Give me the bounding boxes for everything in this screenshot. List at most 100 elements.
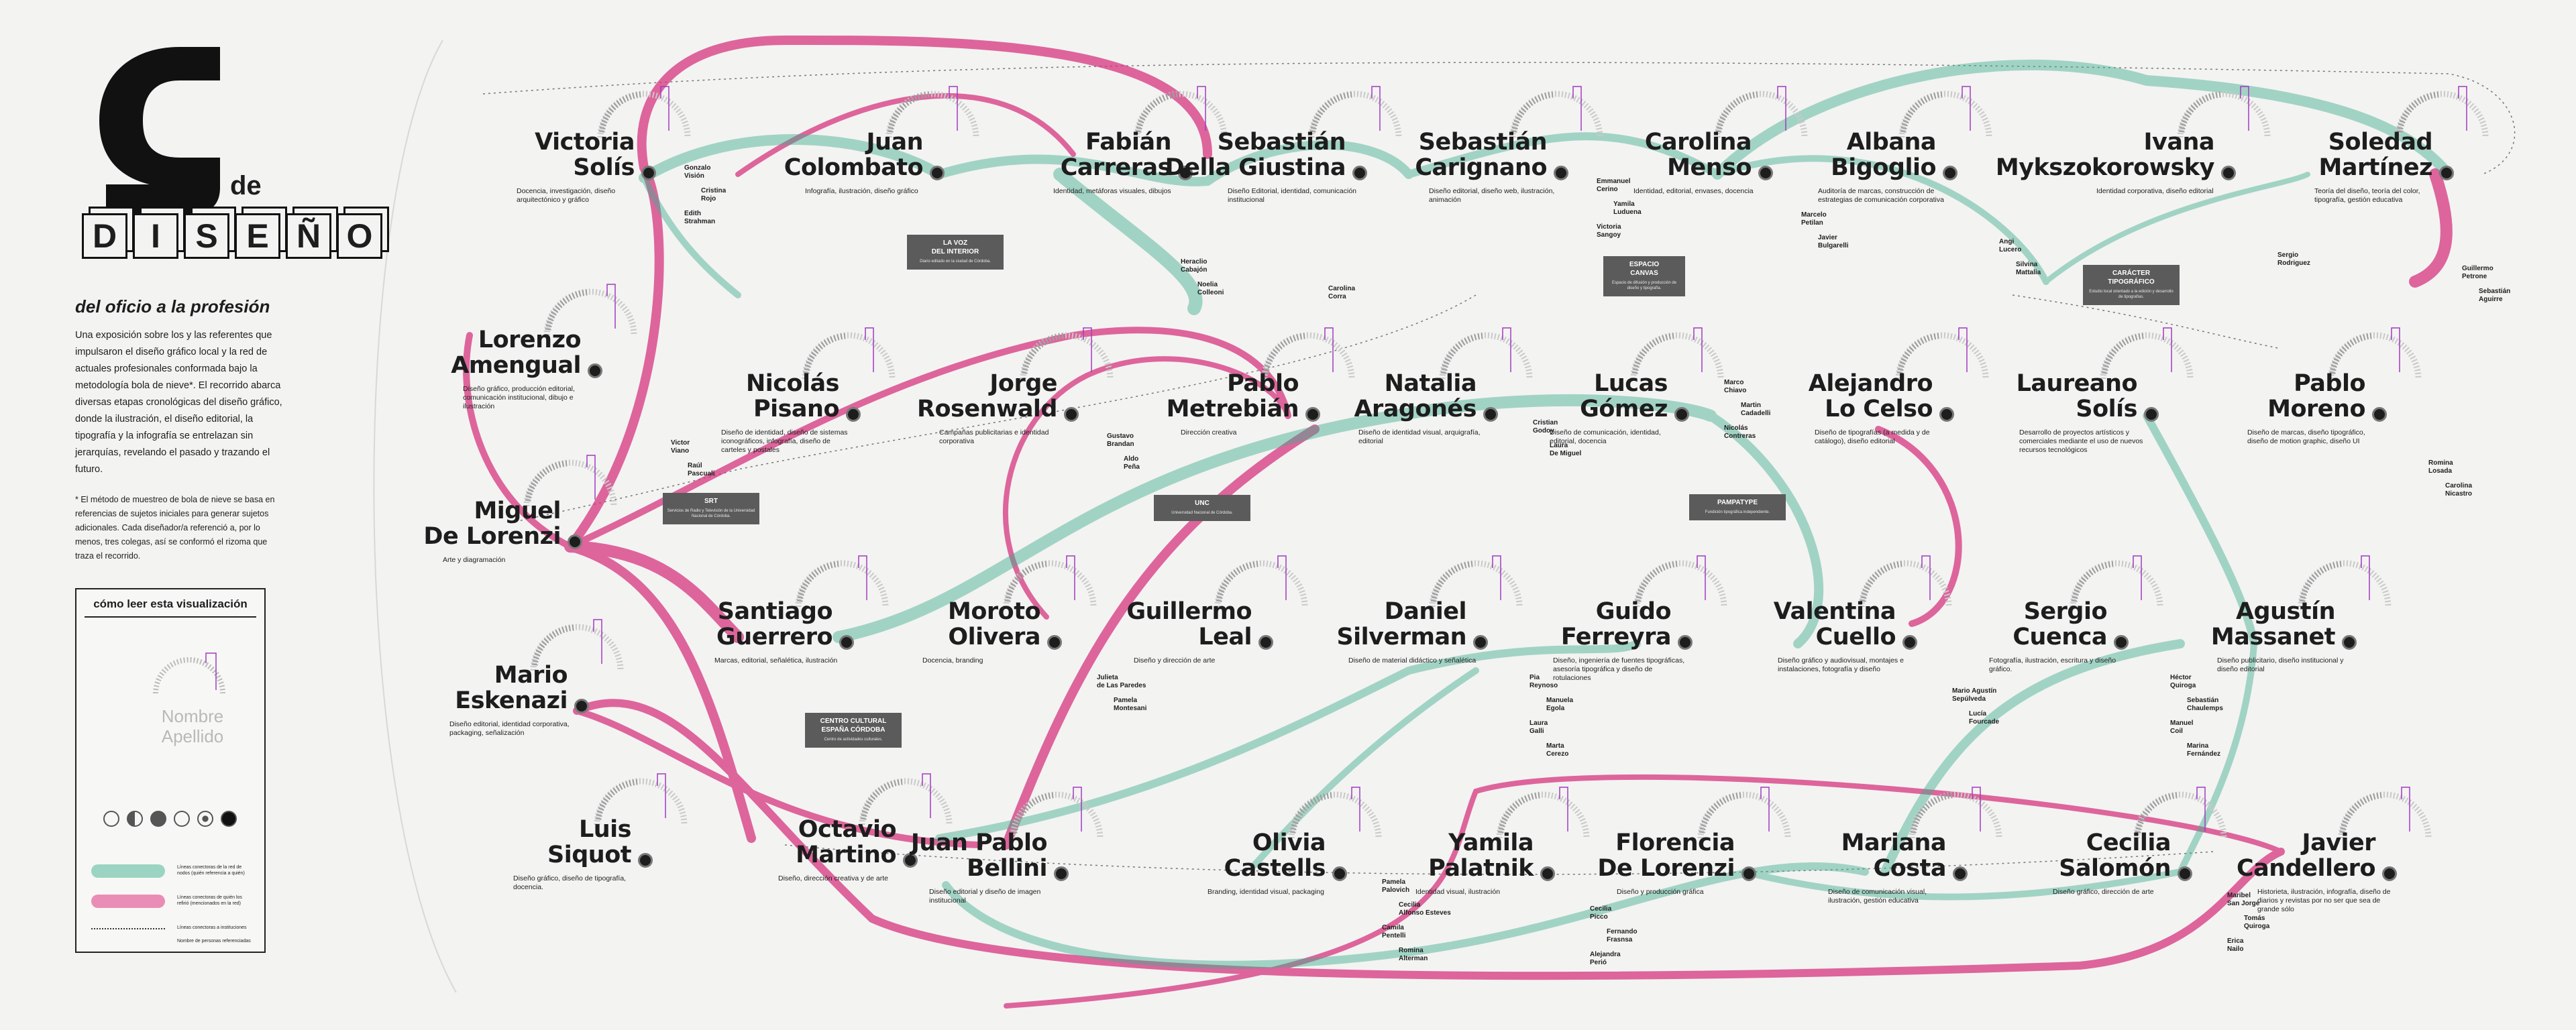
person-role: Diseño de identidad visual, arquigrafía,…	[1358, 428, 1481, 445]
node-dot-icon	[1943, 166, 1957, 180]
referenced-person: Romina Alterman	[1399, 947, 1428, 962]
person-name: Guido Ferreyra	[1560, 598, 1672, 650]
pink-connector	[564, 540, 744, 643]
person-name: Luis Siquot	[547, 816, 631, 868]
referenced-person: Angi Lucero	[1999, 238, 2022, 253]
referenced-person: Tomás Quiroga	[2244, 915, 2270, 930]
person-name: Agustín Massanet	[2210, 598, 2336, 650]
person-gauge-icon	[1496, 787, 1590, 839]
green-connector	[1706, 411, 1824, 648]
node-dot-icon	[1902, 635, 1917, 650]
node-dot-icon	[2221, 166, 2236, 180]
person-gauge-icon	[594, 773, 688, 825]
person-gauge-icon	[1288, 787, 1382, 839]
person-gauge-icon	[2070, 555, 2163, 608]
referenced-person: Héctor Quiroga	[2170, 674, 2196, 689]
node-dot-icon	[903, 853, 918, 868]
person-name: Natalia Aragonés	[1354, 370, 1477, 422]
person-gauge-icon	[1134, 86, 1228, 138]
person-role: Diseño editorial y diseño de imagen inst…	[929, 888, 1041, 905]
title-letter: E	[235, 213, 280, 259]
referenced-person: Carolina Corra	[1328, 285, 1356, 300]
intro-text: Una exposición sobre los y las referente…	[75, 330, 282, 475]
person-gauge-icon	[2298, 555, 2392, 608]
node-dot-icon	[1554, 166, 1568, 180]
legend-name-last: Apellido	[161, 726, 224, 746]
person-name: Lorenzo Amengual	[451, 327, 581, 379]
person-name: Pablo Moreno	[2267, 370, 2365, 422]
referenced-person: Manuela Egola	[1546, 697, 1574, 712]
referenced-person: Laura De Miguel	[1550, 442, 1582, 457]
person-name: Ivana Mykszokorowsky	[1995, 129, 2215, 181]
title-word: D I S E Ñ O	[82, 213, 388, 259]
referenced-person: Gonzalo Visión	[684, 164, 711, 180]
person-gauge-icon	[795, 555, 889, 608]
legend-box: cómo leer esta visualización Nombre Apel…	[75, 588, 266, 953]
institution-caracter-tipografico[interactable]: CARÁCTER TIPOGRÁFICO Estudio local orien…	[2083, 265, 2180, 305]
person-gauge-icon	[1714, 86, 1808, 138]
person-name: Jorge Rosenwald	[917, 370, 1058, 422]
person-role: Diseño Editorial, identidad, comunicació…	[1228, 187, 1357, 204]
referenced-person: Pia Reynoso	[1529, 674, 1558, 689]
referenced-person: Cristina Rojo	[701, 187, 727, 203]
person-name: Albana Bigoglio	[1831, 129, 1936, 181]
person-role: Diseño, ingeniería de fuentes tipográfic…	[1553, 656, 1685, 682]
referenced-person: Victoria Sangoy	[1597, 223, 1621, 239]
person-name: Victoria Solís	[535, 129, 635, 181]
institution-desc: Servicios de Radio y Televisión de la Un…	[667, 509, 755, 518]
institution-title: CENTRO CULTURAL ESPAÑA CÓRDOBA	[820, 718, 887, 734]
person-role: Auditoría de marcas, construcción de est…	[1818, 187, 1944, 204]
person-role: Diseño y dirección de arte	[1134, 656, 1216, 665]
person-role: Branding, identidad visual, packaging	[1208, 888, 1324, 896]
node-dot-icon	[2114, 635, 2129, 650]
green-connector	[641, 174, 741, 298]
person-gauge-icon	[1898, 86, 1992, 138]
pink-connector	[2409, 168, 2453, 288]
referenced-person: Laura Galli	[1529, 720, 1548, 735]
referenced-person: Sebastián Chaulemps	[2187, 697, 2223, 712]
institution-unc[interactable]: UNC Universidad Nacional de Córdoba.	[1154, 495, 1250, 521]
green-connector	[1880, 639, 2185, 876]
person-name: Yamila Palatnik	[1428, 829, 1534, 882]
referenced-person: Carolina Nicastro	[2445, 482, 2473, 498]
person-role: Diseño editorial, identidad corporativa,…	[449, 720, 570, 737]
legend-dotted-label: Líneas conectoras a instituciones	[177, 925, 247, 930]
person-role: Teoría del diseño, teoría del color, tip…	[2314, 187, 2420, 204]
institution-title: PAMPATYPE	[1717, 499, 1758, 506]
node-dot-icon	[1678, 635, 1693, 650]
referenced-person: Aldo Peña	[1124, 455, 1140, 471]
person-role: Diseño de material didáctico y señalétic…	[1348, 656, 1477, 665]
person-gauge-icon	[530, 619, 624, 671]
institution-la-voz[interactable]: LA VOZ DEL INTERIOR Diario editado en la…	[907, 235, 1004, 270]
person-role: Identidad corporativa, diseño editorial	[2096, 187, 2214, 195]
person-gauge-icon	[523, 455, 617, 507]
referenced-person: Cecilia Alfonso Esteves	[1399, 901, 1451, 917]
person-name: Nicolás Pisano	[745, 370, 840, 422]
person-role: Infografía, ilustración, diseño gráfico	[805, 187, 918, 195]
person-role: Diseño gráfico, diseño de tipografía, do…	[513, 874, 627, 891]
person-name: Laureano Solís	[2016, 370, 2138, 422]
institution-espacio-canvas[interactable]: ESPACIO CANVAS Espacio de difusión y pro…	[1603, 256, 1685, 296]
referenced-person: Marina Fernández	[2187, 742, 2221, 758]
person-gauge-icon	[2177, 86, 2271, 138]
referenced-person: Emmanuel Cerino	[1597, 178, 1631, 193]
outer-arc	[373, 40, 457, 993]
referenced-person: Heraclio Cabajón	[1181, 258, 1208, 274]
institution-pampatype[interactable]: PAMPATYPE Fundición tipográfica independ…	[1689, 494, 1786, 520]
logo-g: de	[79, 47, 262, 218]
person-role: Arte y diagramación	[443, 556, 506, 564]
legend-circle-dot-icon	[197, 811, 213, 827]
person-name: Juan Pablo Bellini	[910, 829, 1048, 882]
institution-centro-cultural[interactable]: CENTRO CULTURAL ESPAÑA CÓRDOBA Centro de…	[805, 713, 902, 748]
institution-title: UNC	[1195, 500, 1210, 507]
green-connector	[833, 394, 1717, 643]
node-dot-icon	[1758, 166, 1773, 180]
person-name: Carolina Menso	[1644, 129, 1752, 181]
person-gauge-icon	[543, 284, 637, 336]
node-dot-icon	[2144, 407, 2159, 422]
referenced-person: Silvina Mattalia	[2016, 261, 2041, 276]
pink-connector	[1002, 424, 1320, 850]
institution-srt[interactable]: SRT Servicios de Radio y Televisión de l…	[663, 493, 759, 524]
person-name: Santiago Guerrero	[716, 598, 833, 650]
pink-connector	[573, 699, 2285, 980]
